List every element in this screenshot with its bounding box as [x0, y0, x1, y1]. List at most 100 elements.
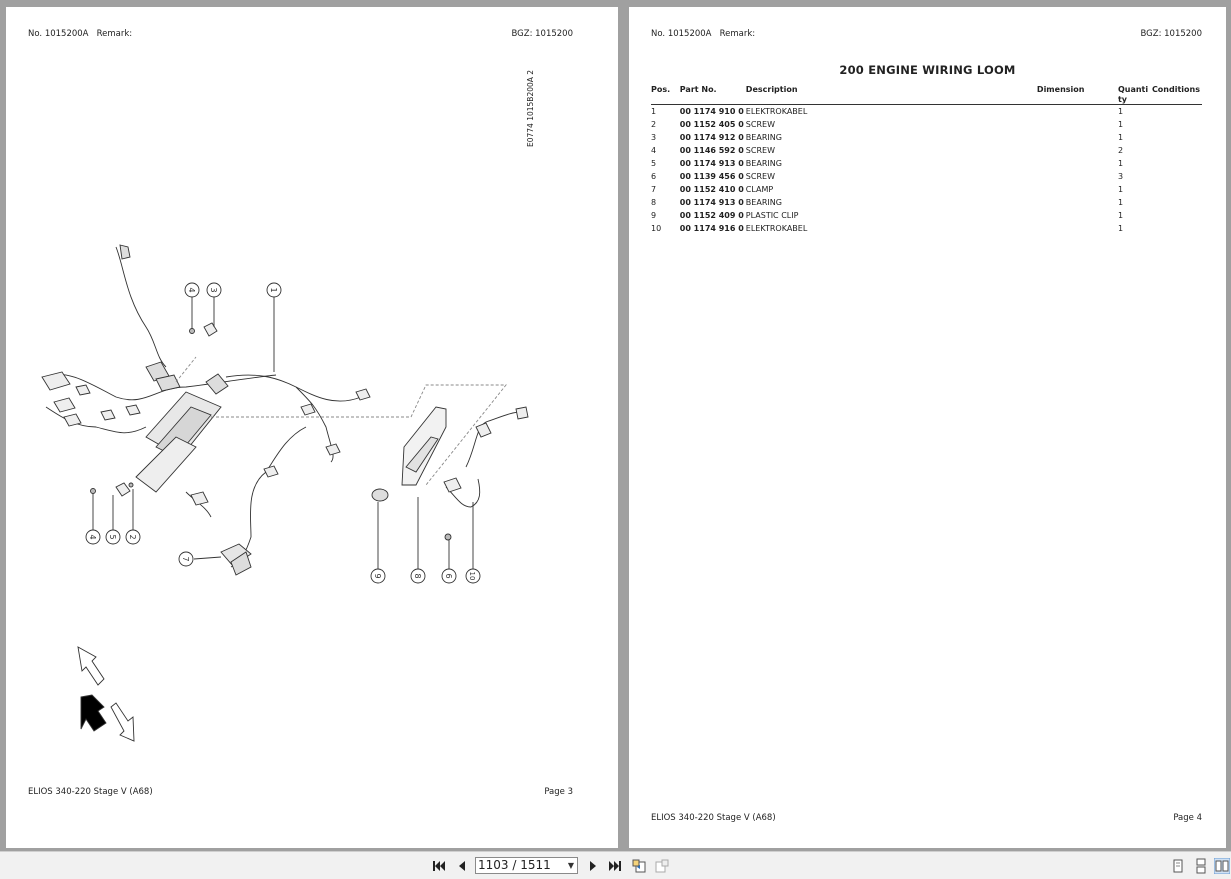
cell-quantity: 1 — [1117, 185, 1124, 194]
cell-quantity: 1 — [1117, 159, 1124, 168]
cell-part-no: 00 1174 912 0 — [679, 133, 744, 142]
last-page-icon[interactable] — [607, 858, 623, 874]
page-number-field[interactable]: 1103 / 1511 ▼ — [475, 857, 578, 874]
cell-description: CLAMP — [745, 185, 774, 194]
wiring-loom-exploded-drawing: 4 3 1 4 5 2 7 9 8 6 10 — [41, 244, 529, 742]
prev-page-icon[interactable] — [454, 858, 470, 874]
remark-label: Remark: — [96, 29, 133, 39]
cell-description: BEARING — [745, 133, 782, 142]
cell-description: SCREW — [745, 172, 775, 181]
cell-pos: 7 — [651, 185, 657, 194]
cell-conditions — [1152, 222, 1202, 235]
cell-conditions — [1152, 105, 1202, 119]
cell-part-no: 00 1152 409 0 — [679, 211, 744, 220]
cell-dimension — [1037, 144, 1118, 157]
doc-number: No. 1015200A — [28, 29, 89, 39]
cell-pos: 9 — [651, 211, 657, 220]
callout-label: 5 — [108, 534, 117, 539]
go-back-view-icon[interactable] — [631, 858, 647, 874]
col-dimension: Dimension — [1036, 85, 1118, 105]
first-page-icon[interactable] — [431, 858, 447, 874]
cell-dimension — [1037, 157, 1118, 170]
next-page-icon[interactable] — [585, 858, 601, 874]
cell-description: SCREW — [745, 120, 775, 129]
cell-quantity: 2 — [1117, 146, 1124, 155]
col-part-no: Part No. — [679, 85, 746, 105]
callout-label: 10 — [468, 572, 476, 581]
single-page-view-icon[interactable] — [1170, 858, 1186, 874]
cell-dimension — [1037, 209, 1118, 222]
remark-label: Remark: — [719, 29, 756, 39]
cell-dimension — [1037, 118, 1118, 131]
doc-number: No. 1015200A — [651, 29, 712, 39]
cell-conditions — [1152, 144, 1202, 157]
cell-pos: 3 — [651, 133, 657, 142]
cell-dimension — [1037, 196, 1118, 209]
continuous-view-icon[interactable] — [1193, 858, 1209, 874]
go-forward-view-icon[interactable] — [654, 858, 670, 874]
cell-description: BEARING — [745, 198, 782, 207]
parts-table: Pos. Part No. Description Dimension Quan… — [651, 85, 1202, 235]
cell-description: ELEKTROKABEL — [745, 224, 808, 233]
left-header-docno: No. 1015200A Remark: — [28, 29, 132, 39]
cell-pos: 10 — [651, 224, 662, 233]
facing-pages-view-icon[interactable] — [1214, 858, 1230, 874]
col-pos: Pos. — [651, 85, 680, 105]
cell-pos: 2 — [651, 120, 657, 129]
cell-conditions — [1152, 157, 1202, 170]
col-quantity: Quanti ty — [1117, 85, 1152, 105]
right-footer-model: ELIOS 340-220 Stage V (A68) — [651, 813, 776, 823]
cell-pos: 6 — [651, 172, 657, 181]
cell-pos: 5 — [651, 159, 657, 168]
callout-label: 4 — [187, 287, 196, 292]
cell-description: SCREW — [745, 146, 775, 155]
cell-quantity: 1 — [1117, 211, 1124, 220]
cell-part-no: 00 1152 405 0 — [679, 120, 744, 129]
callout-label: 4 — [88, 534, 97, 539]
cell-dimension — [1037, 183, 1118, 196]
cell-part-no: 00 1139 456 0 — [679, 172, 744, 181]
cell-pos: 4 — [651, 146, 657, 155]
cell-pos: 8 — [651, 198, 657, 207]
table-header-row: Pos. Part No. Description Dimension Quan… — [651, 85, 1202, 105]
left-footer-model: ELIOS 340-220 Stage V (A68) — [28, 787, 153, 797]
cell-conditions — [1152, 118, 1202, 131]
cell-conditions — [1152, 183, 1202, 196]
cell-part-no: 00 1152 410 0 — [679, 185, 744, 194]
cell-quantity: 1 — [1117, 133, 1124, 142]
left-document-page: No. 1015200A Remark: BGZ: 1015200 E0774 … — [6, 7, 618, 848]
callout-label: 7 — [181, 556, 190, 561]
cell-conditions — [1152, 131, 1202, 144]
cell-description: PLASTIC CLIP — [745, 211, 799, 220]
right-header-bgz: BGZ: 1015200 — [1140, 29, 1202, 39]
chevron-down-icon[interactable]: ▼ — [567, 861, 574, 870]
cell-dimension — [1037, 105, 1118, 119]
cell-part-no: 00 1174 913 0 — [679, 159, 744, 168]
cell-description: BEARING — [745, 159, 782, 168]
cell-part-no: 00 1146 592 0 — [679, 146, 744, 155]
orientation-arrows-icon — [77, 646, 135, 742]
cell-quantity: 1 — [1117, 120, 1124, 129]
col-conditions: Conditions — [1151, 85, 1202, 105]
cell-conditions — [1152, 196, 1202, 209]
cell-dimension — [1037, 170, 1118, 183]
cell-conditions — [1152, 209, 1202, 222]
page-indicator: 1103 / 1511 — [478, 858, 551, 872]
cell-quantity: 1 — [1117, 107, 1124, 116]
left-header-bgz: BGZ: 1015200 — [511, 29, 573, 39]
cell-pos: 1 — [651, 107, 657, 116]
cell-quantity: 3 — [1117, 172, 1124, 181]
col-description: Description — [745, 85, 1037, 105]
cell-conditions — [1152, 170, 1202, 183]
callout-label: 6 — [444, 573, 453, 578]
callout-label: 1 — [269, 287, 278, 292]
callout-label: 8 — [413, 573, 422, 578]
callout-label: 3 — [209, 287, 218, 292]
